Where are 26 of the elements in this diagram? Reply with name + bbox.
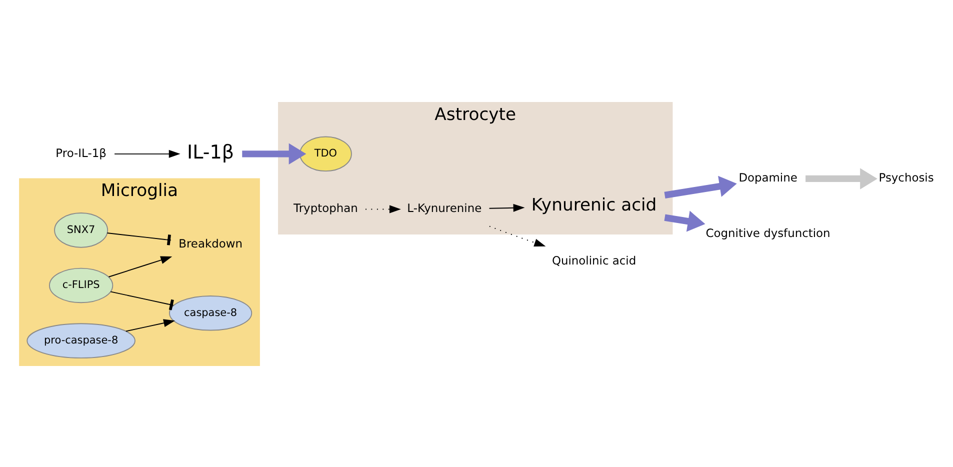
node-text: Dopamine — [738, 170, 798, 184]
arrow — [806, 168, 878, 189]
arrow — [114, 149, 180, 158]
arrow — [664, 175, 737, 198]
node-text: Pro-IL-1β — [56, 145, 106, 160]
node-text: Psychosis — [878, 170, 934, 184]
arrow — [488, 225, 546, 246]
arrow — [365, 204, 401, 213]
node-ellipse: SNX7 — [54, 212, 108, 248]
arrow — [664, 210, 706, 232]
node-text: Breakdown — [178, 236, 242, 250]
node-text: Kynurenic acid — [531, 195, 657, 216]
node-ellipse: pro-caspase-8 — [26, 322, 136, 358]
connector — [106, 232, 172, 245]
node-text: Quinolinic acid — [552, 253, 636, 268]
arrow — [108, 256, 172, 277]
node-text: Cognitive dysfunction — [706, 225, 830, 240]
connector — [110, 290, 174, 310]
arrow — [242, 142, 306, 164]
node-ellipse: TDO — [299, 136, 352, 172]
node-text: IL-1β — [187, 141, 234, 164]
node-ellipse: c-FLIPS — [48, 267, 114, 303]
node-text: L-Kynurenine — [407, 200, 482, 215]
arrow — [125, 318, 176, 332]
node-text: Tryptophan — [294, 200, 358, 215]
arrow — [488, 203, 525, 212]
